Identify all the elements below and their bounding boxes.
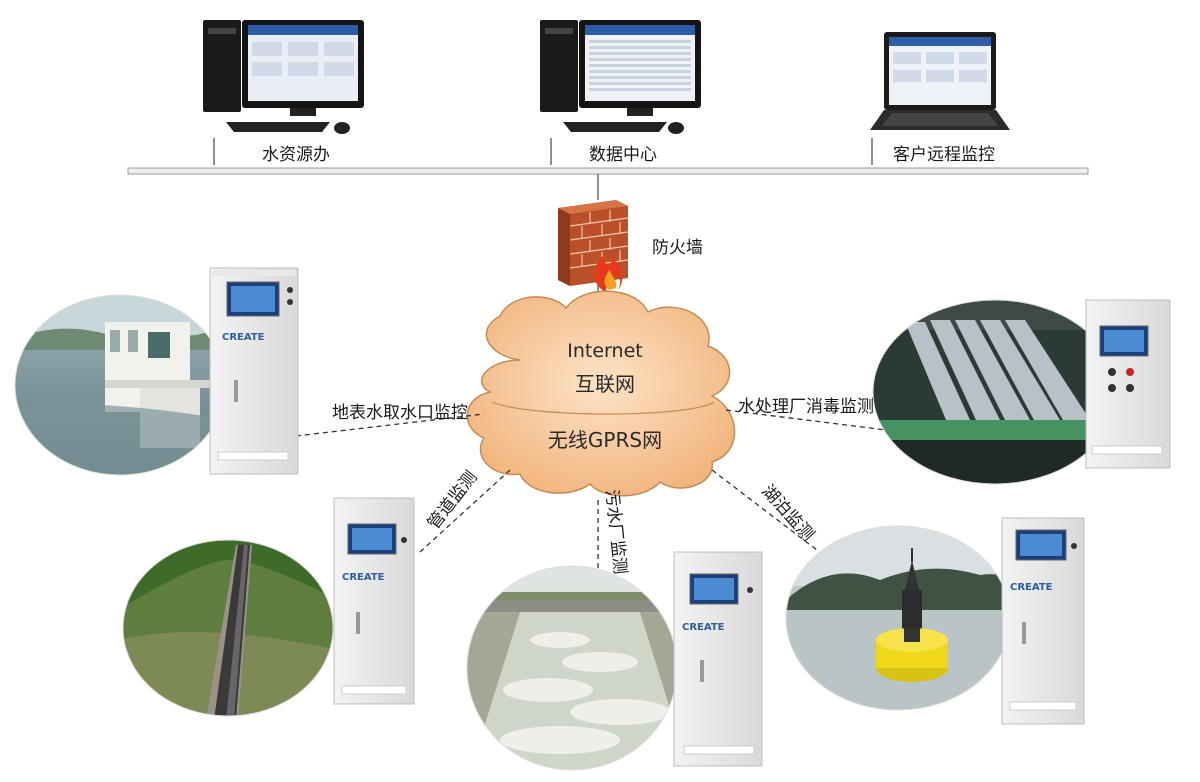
node-label-data-center: 数据中心 bbox=[589, 145, 657, 165]
network-internet-cn-label: 互联网 bbox=[575, 372, 635, 396]
network-internet-label: Internet bbox=[567, 340, 643, 362]
network-gprs-label: 无线GPRS网 bbox=[547, 428, 663, 452]
monitoring-cabinet-5: CREATE bbox=[1001, 517, 1085, 725]
cabinet-brand: CREATE bbox=[342, 572, 385, 583]
node-label-remote-monitor: 客户远程监控 bbox=[893, 145, 995, 165]
network-cloud bbox=[466, 290, 736, 497]
site-photo-pipeline bbox=[123, 540, 333, 716]
cabinet-brand: CREATE bbox=[682, 622, 725, 633]
desktop-computer-icon bbox=[203, 20, 364, 134]
firewall-icon bbox=[558, 200, 629, 292]
firewall-label: 防火墙 bbox=[652, 238, 703, 258]
site-label-surface-water: 地表水取水口监控 bbox=[332, 403, 468, 423]
cabinet-brand: CREATE bbox=[1010, 582, 1053, 593]
desktop-computer-icon bbox=[540, 20, 701, 134]
site-photo-disinfection bbox=[873, 300, 1117, 484]
connector-lines bbox=[295, 409, 887, 582]
site-photo-water-intake bbox=[15, 295, 225, 475]
site-photo-lake bbox=[786, 526, 1010, 710]
cabinet-brand: CREATE bbox=[222, 332, 265, 343]
monitoring-cabinet-3: CREATE bbox=[673, 551, 763, 767]
monitoring-cabinet-2: CREATE bbox=[333, 497, 415, 705]
monitoring-cabinet-1: CREATE bbox=[209, 267, 299, 475]
laptop-icon bbox=[870, 32, 1010, 130]
network-bus bbox=[127, 138, 1089, 318]
site-photo-sewage-plant bbox=[467, 566, 677, 770]
node-label-water-office: 水资源办 bbox=[262, 145, 330, 165]
monitoring-cabinet-4 bbox=[1085, 299, 1171, 469]
site-label-disinfection: 水处理厂消毒监测 bbox=[738, 397, 874, 417]
